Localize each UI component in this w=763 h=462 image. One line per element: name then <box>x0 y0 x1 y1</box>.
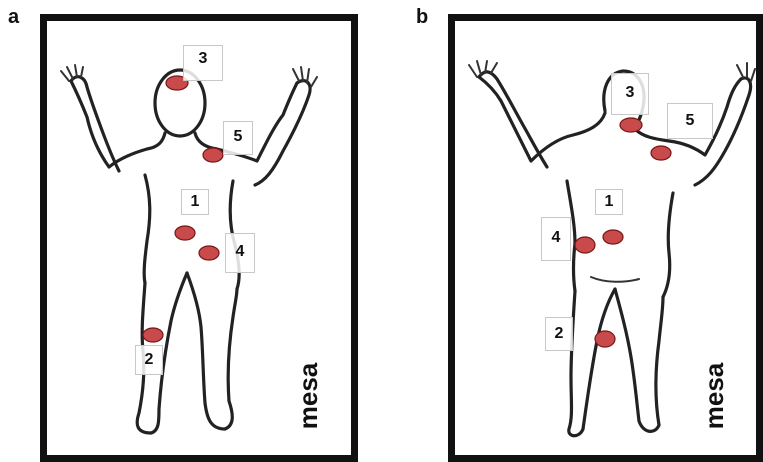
panel-a-spot-5 <box>203 148 223 162</box>
panel-b-caption: mesa <box>699 361 729 431</box>
panel-b-marker-2: 2 <box>545 317 573 351</box>
panel-b-marker-1: 1 <box>595 189 623 215</box>
panel-a-spot-2 <box>143 328 163 342</box>
panel-a-caption: mesa <box>293 361 323 431</box>
panel-b-frame: 1 2 3 4 5 mesa <box>448 14 763 462</box>
panel-a-marker-3: 3 <box>183 45 223 81</box>
panel-a-frame: 1 2 3 4 5 mesa <box>40 14 358 462</box>
panel-a-marker-1: 1 <box>181 189 209 215</box>
panel-a-marker-5: 5 <box>223 121 253 155</box>
panel-a-spot-4 <box>199 246 219 260</box>
panel-b-marker-3: 3 <box>611 73 649 115</box>
panel-b-spot-1 <box>603 230 623 244</box>
panel-b-spot-5 <box>651 146 671 160</box>
panel-b-letter: b <box>416 6 428 29</box>
panel-a-letter: a <box>8 6 19 29</box>
panel-b-marker-4: 4 <box>541 217 571 261</box>
panel-b-marker-5: 5 <box>667 103 713 139</box>
panel-b-spot-4 <box>575 237 595 253</box>
panel-a-marker-4: 4 <box>225 233 255 273</box>
panel-a-spot-1 <box>175 226 195 240</box>
panel-b-spot-3 <box>620 118 642 132</box>
panel-b-spot-2 <box>595 331 615 347</box>
panel-a-marker-2: 2 <box>135 345 163 375</box>
